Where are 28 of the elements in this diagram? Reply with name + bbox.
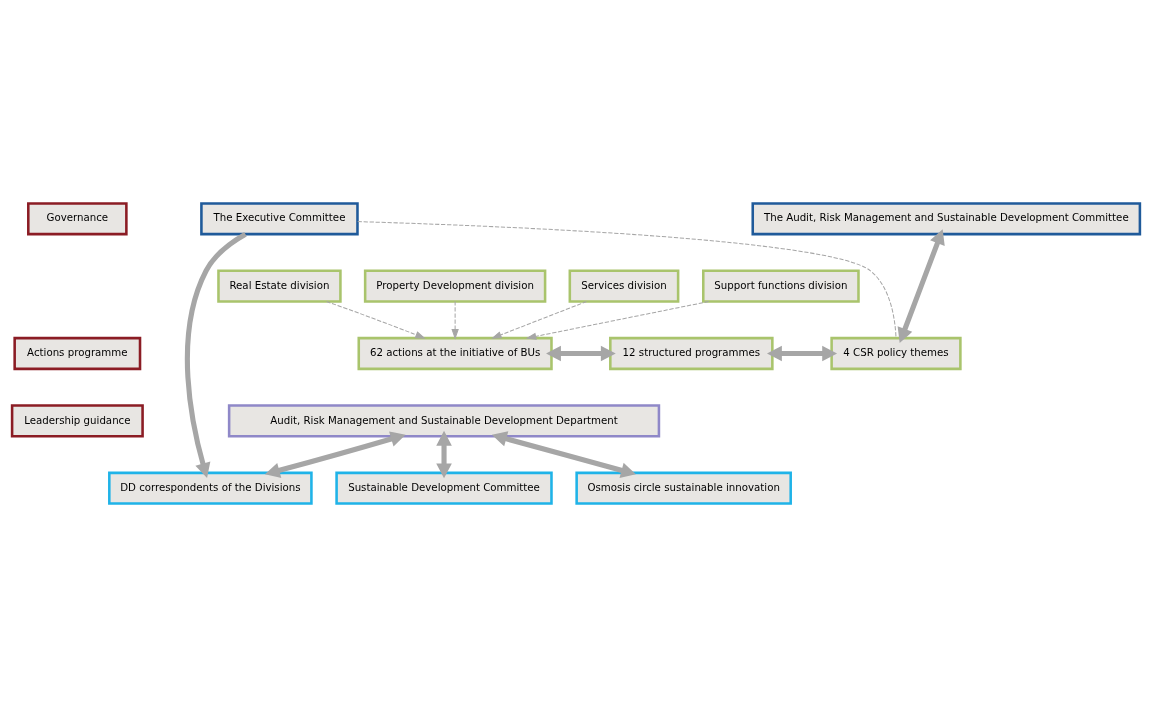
- node-box: 12 structured programmes: [609, 336, 774, 370]
- arrow: [451, 300, 459, 340]
- node-box: Governance: [27, 201, 128, 235]
- arrow: [767, 345, 838, 361]
- arrow: [436, 430, 452, 478]
- node-box: Actions programme: [13, 336, 142, 370]
- node-box: Property Development division: [363, 269, 547, 303]
- node-box: 4 CSR policy themes: [830, 336, 962, 370]
- node-box: 62 actions at the initiative of BUs: [357, 336, 553, 370]
- node-box: Support functions division: [702, 269, 860, 303]
- arrow: [264, 430, 406, 478]
- node-box: Sustainable Development Committee: [335, 471, 553, 505]
- node-box: Services division: [568, 269, 680, 303]
- node-box: The Audit, Risk Management and Sustainable Development Committee: [751, 201, 1142, 235]
- node-box: Leadership guidance: [10, 403, 144, 437]
- node-box: The Executive Committee: [200, 201, 359, 235]
- arrow: [491, 430, 636, 478]
- arrow: [525, 300, 710, 340]
- arrow: [897, 228, 945, 343]
- arrow: [326, 300, 426, 339]
- arrow: [491, 300, 587, 339]
- node-box: Real Estate division: [217, 269, 342, 303]
- node-box: Audit, Risk Management and Sustainable Development Department: [227, 403, 661, 437]
- arrow: [546, 345, 616, 361]
- node-box: DD correspondents of the Divisions: [108, 471, 313, 505]
- connector: [357, 220, 897, 339]
- arrow: [184, 231, 247, 478]
- node-box: Osmosis circle sustainable innovation: [575, 471, 792, 505]
